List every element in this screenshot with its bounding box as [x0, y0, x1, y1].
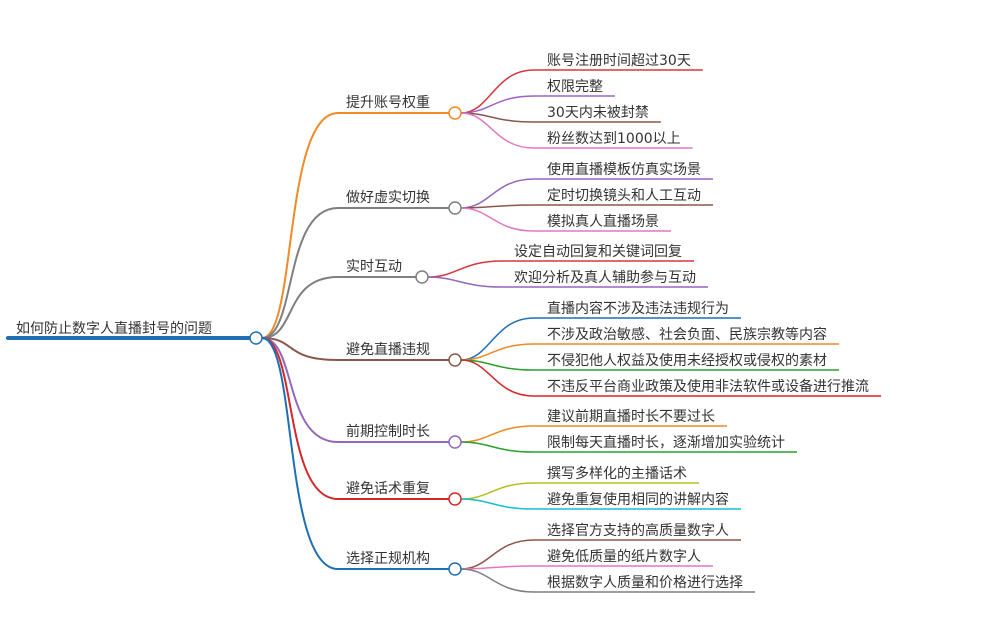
branch-junction-node: [448, 201, 462, 215]
root-branch-connector: [261, 337, 339, 443]
leaf-connector: [460, 343, 535, 361]
leaf-connector: [460, 425, 535, 443]
leaf-connector: [460, 178, 535, 209]
leaf-label: 不涉及政治敏感、社会负面、民族宗教等内容: [547, 326, 827, 343]
leaf-label: 撰写多样化的主播话术: [547, 465, 687, 482]
branch-junction-node: [448, 435, 462, 449]
branch-label: 提升账号权重: [346, 95, 430, 111]
leaf-label: 模拟真人直播场景: [547, 213, 659, 230]
leaf-label: 不侵犯他人权益及使用未经授权或侵权的素材: [547, 352, 827, 369]
leaf-label: 选择官方支持的高质量数字人: [547, 522, 729, 539]
leaf-connector: [460, 359, 535, 397]
branch-junction-node: [448, 562, 462, 576]
leaf-label: 建议前期直播时长不要过长: [547, 408, 715, 425]
leaf-connector: [460, 317, 535, 361]
leaf-label: 粉丝数达到1000以上: [547, 131, 681, 147]
branch-label: 前期控制时长: [346, 423, 430, 440]
leaf-label: 30天内未被封禁: [547, 105, 649, 121]
leaf-label: 根据数字人质量和价格进行选择: [547, 575, 743, 591]
leaf-label: 使用直播模板仿真实场景: [547, 161, 701, 178]
branch-label: 实时互动: [346, 259, 402, 275]
leaf-connector: [460, 482, 535, 500]
leaf-label: 避免重复使用相同的讲解内容: [547, 491, 729, 508]
leaf-connector: [427, 276, 503, 288]
root-branch-connector: [261, 276, 339, 339]
leaf-connector: [460, 69, 535, 114]
root-topic-label: 如何防止数字人直播封号的问题: [16, 320, 212, 337]
root-branch-connector: [261, 337, 339, 361]
leaf-connector: [460, 112, 535, 149]
leaf-label: 定时切换镜头和人工互动: [547, 187, 701, 204]
root-junction-node: [249, 331, 263, 345]
leaf-connector: [427, 260, 503, 278]
leaf-connector: [460, 539, 535, 570]
leaf-connector: [460, 568, 535, 593]
edges-layer: [6, 69, 881, 593]
leaf-label: 直播内容不涉及违法违规行为: [547, 300, 729, 317]
branch-label: 避免话术重复: [346, 480, 430, 497]
branch-label: 选择正规机构: [346, 551, 430, 567]
leaf-connector: [460, 441, 535, 453]
branch-junction-node: [448, 353, 462, 367]
branch-junction-node: [415, 270, 429, 284]
leaf-label: 设定自动回复和关键词回复: [514, 243, 682, 260]
branch-label: 避免直播违规: [346, 341, 430, 358]
leaf-label: 不违反平台商业政策及使用非法软件或设备进行推流: [547, 378, 869, 395]
branch-label: 做好虚实切换: [346, 189, 430, 206]
leaf-connector: [460, 207, 535, 232]
root-branch-connector: [261, 207, 339, 339]
branch-junction-node: [448, 106, 462, 120]
root-branch-connector: [261, 337, 339, 500]
leaf-label: 账号注册时间超过30天: [547, 53, 691, 69]
leaf-connector: [460, 95, 535, 114]
root-branch-connector: [261, 337, 339, 570]
leaf-connector: [460, 498, 535, 510]
leaf-label: 避免低质量的纸片数字人: [547, 549, 701, 565]
leaf-label: 限制每天直播时长，逐渐增加实验统计: [547, 434, 785, 451]
leaf-label: 权限完整: [547, 79, 603, 95]
root-branch-connector: [261, 112, 339, 339]
branch-junction-node: [448, 492, 462, 506]
leaf-label: 欢迎分析及真人辅助参与互动: [514, 269, 696, 286]
